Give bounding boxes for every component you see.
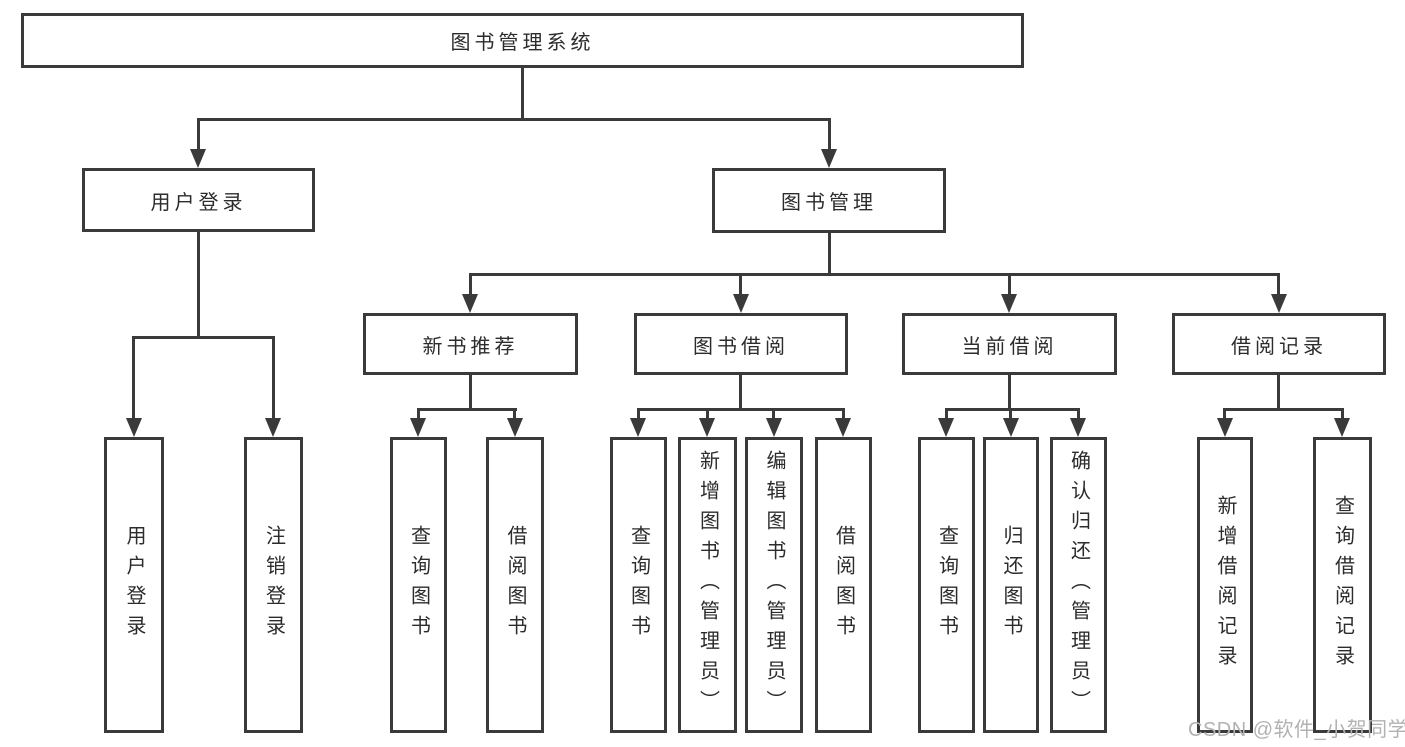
node-library-management-system: 图书管理系统 [21, 13, 1024, 68]
connector-line [513, 408, 516, 419]
leaf-label: 确认归还（管理员） [1067, 450, 1090, 720]
connector-line [521, 68, 524, 118]
connector-line [197, 118, 831, 121]
node-label: 借阅记录 [1231, 335, 1327, 358]
arrowhead [126, 418, 142, 437]
node-user-login: 用户登录 [82, 168, 315, 232]
leaf-label: 查询借阅记录 [1331, 495, 1354, 675]
connector-line [132, 336, 275, 339]
node-borrowing-records: 借阅记录 [1172, 313, 1386, 375]
connector-line [1008, 375, 1011, 408]
node-book-borrowing: 图书借阅 [634, 313, 848, 375]
leaf-user-login: 用户登录 [104, 437, 164, 733]
connector-line [637, 408, 640, 419]
connector-line [1277, 273, 1280, 294]
arrowhead [1003, 418, 1019, 437]
leaf-confirm-return-admin: 确认归还（管理员） [1050, 437, 1107, 733]
arrowhead [733, 294, 749, 313]
connector-line [469, 273, 472, 294]
leaf-label: 编辑图书（管理员） [763, 450, 785, 720]
leaf-label: 借阅图书 [504, 525, 526, 645]
arrowhead [1001, 294, 1017, 313]
leaf-borrow-books-borrowing: 借阅图书 [815, 437, 872, 733]
arrowhead [507, 418, 523, 437]
connector-line [1223, 408, 1226, 419]
node-label: 图书借阅 [693, 335, 789, 358]
arrowhead [410, 418, 426, 437]
connector-line [197, 232, 200, 336]
connector-line [1008, 273, 1011, 294]
leaf-query-borrow-record: 查询借阅记录 [1313, 437, 1372, 733]
arrowhead [766, 418, 782, 437]
leaf-label: 借阅图书 [832, 525, 855, 645]
leaf-borrow-books-recommend: 借阅图书 [486, 437, 544, 733]
leaf-label: 用户登录 [123, 525, 145, 645]
node-label: 图书管理 [781, 192, 877, 214]
connector-line [469, 375, 472, 408]
connector-line [828, 118, 831, 151]
watermark: CSDN @软件_小贺同学 [1188, 719, 1405, 741]
arrowhead [190, 149, 206, 168]
connector-line [1077, 408, 1080, 419]
arrowhead [462, 294, 478, 313]
arrowhead [835, 418, 851, 437]
leaf-label: 查询图书 [407, 525, 430, 645]
arrowhead [1334, 418, 1350, 437]
connector-line [739, 375, 742, 408]
connector-line [417, 408, 420, 419]
connector-line [706, 408, 709, 419]
node-label: 用户登录 [150, 191, 247, 214]
arrowhead [1271, 294, 1287, 313]
connector-line [1341, 408, 1344, 419]
leaf-add-books-admin: 新增图书（管理员） [678, 437, 737, 733]
node-new-book-recommendation: 新书推荐 [363, 313, 578, 375]
connector-line [197, 118, 200, 151]
connector-line [1277, 375, 1280, 408]
arrowhead [1217, 418, 1233, 437]
connector-line [272, 336, 275, 418]
node-label: 图书管理系统 [450, 32, 595, 54]
connector-line [132, 336, 135, 418]
arrowhead [699, 418, 715, 437]
connector-line [739, 273, 742, 294]
leaf-label: 查询图书 [935, 525, 958, 645]
leaf-return-books: 归还图书 [983, 437, 1039, 733]
leaf-logout: 注销登录 [244, 437, 303, 733]
arrowhead [630, 418, 646, 437]
node-book-management: 图书管理 [712, 168, 946, 233]
leaf-query-books-borrowing: 查询图书 [610, 437, 667, 733]
node-label: 当前借阅 [961, 335, 1058, 358]
arrowhead [1070, 418, 1086, 437]
leaf-query-books-recommend: 查询图书 [390, 437, 447, 733]
connector-line [637, 408, 845, 411]
leaf-query-books-current: 查询图书 [918, 437, 975, 733]
node-current-borrowing: 当前借阅 [902, 313, 1117, 375]
connector-line [1009, 408, 1012, 419]
leaf-label: 注销登录 [262, 525, 285, 645]
connector-line [417, 408, 517, 411]
arrowhead [821, 149, 837, 168]
connector-line [1223, 408, 1343, 411]
connector-line [945, 408, 948, 419]
connector-line [842, 408, 845, 419]
arrowhead [265, 418, 281, 437]
leaf-label: 新增图书（管理员） [696, 450, 719, 720]
connector-line [469, 273, 1279, 276]
leaf-edit-books-admin: 编辑图书（管理员） [745, 437, 803, 733]
leaf-add-borrow-record: 新增借阅记录 [1197, 437, 1253, 733]
arrowhead [938, 418, 954, 437]
node-label: 新书推荐 [422, 335, 519, 358]
connector-line [772, 408, 775, 419]
leaf-label: 查询图书 [627, 525, 650, 645]
connector-line [945, 408, 1080, 411]
connector-line [828, 233, 831, 273]
leaf-label: 新增借阅记录 [1214, 495, 1236, 675]
leaf-label: 归还图书 [1000, 525, 1022, 645]
